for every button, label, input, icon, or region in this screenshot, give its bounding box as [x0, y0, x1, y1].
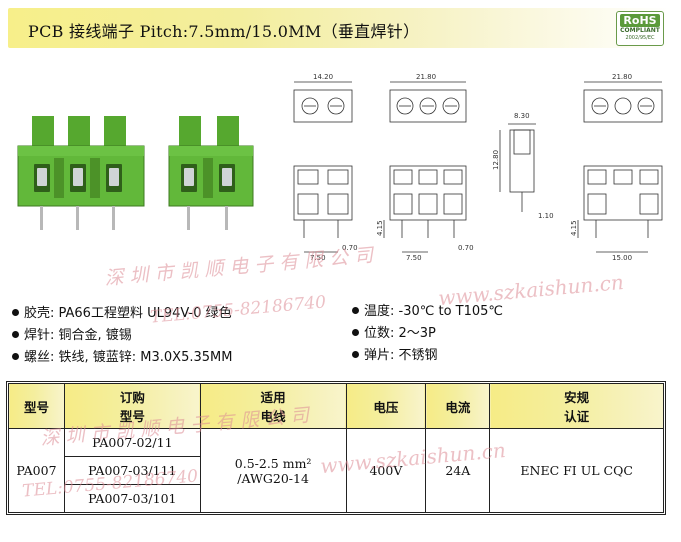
bullet-icon: [352, 307, 359, 314]
cell-voltage: 400V: [345, 428, 427, 513]
header-order-model: 订购型号: [63, 383, 201, 429]
dim-width-3p: 21.80: [416, 73, 436, 81]
cell-model: PA007: [8, 428, 65, 513]
bullet-icon: [12, 353, 19, 360]
cell-current: 24A: [425, 428, 491, 513]
product-photo-2p: [168, 116, 254, 230]
header-model: 型号: [8, 383, 65, 429]
dim-pin-dia: 0.70: [342, 244, 358, 252]
dim-pin-len: 4.15: [376, 220, 384, 236]
spec-table: 型号 订购型号 适用电线 电压 电流 安规认证 PA007 PA007-02/1…: [8, 383, 664, 513]
dim-pin-len-side: 1.10: [538, 212, 554, 220]
header-wire: 适用电线: [199, 383, 347, 429]
cell-order-model: PA007-03/111: [63, 456, 201, 485]
dim-width-2p: 14.20: [313, 73, 333, 81]
header-certification: 安规认证: [489, 383, 664, 429]
dim-pitch-3p: 7.50: [406, 254, 422, 262]
rohs-status: COMPLIANT: [620, 27, 660, 34]
table-header-row: 型号 订购型号 适用电线 电压 电流 安规认证: [8, 383, 664, 429]
spec-positions: 位数: 2～3P: [352, 322, 436, 341]
dim-width-3p-b: 21.80: [612, 73, 632, 81]
dim-pitch-15: 15.00: [612, 254, 632, 262]
cell-order-model: PA007-02/11: [63, 428, 201, 457]
cell-wire: 0.5-2.5 mm²/AWG20-14: [199, 428, 347, 513]
cell-order-model: PA007-03/101: [63, 484, 201, 513]
spec-screw: 螺丝: 铁线, 镀蓝锌: M3.0X5.35MM: [12, 346, 232, 365]
rohs-code: 2002/95/EC: [625, 35, 655, 41]
bullet-icon: [12, 309, 19, 316]
dim-pitch: 7.50: [310, 254, 326, 262]
dim-depth: 8.30: [514, 112, 530, 120]
rohs-badge: RoHS COMPLIANT 2002/95/EC: [616, 11, 664, 46]
rohs-mark: RoHS: [620, 14, 660, 27]
cell-certification: ENEC FI UL CQC: [489, 428, 664, 513]
bullet-icon: [12, 331, 19, 338]
bullet-icon: [352, 351, 359, 358]
spec-temperature: 温度: -30℃ to T105℃: [352, 300, 503, 319]
header-voltage: 电压: [345, 383, 427, 429]
dim-pin-len-b: 4.15: [570, 220, 578, 236]
product-photo-3p: [17, 116, 145, 230]
table-row: PA007-03/101: [9, 484, 664, 513]
dim-pin-dia-b: 0.70: [458, 244, 474, 252]
table-row: PA007 PA007-02/11 0.5-2.5 mm²/AWG20-14 4…: [8, 428, 664, 513]
dim-height: 12.80: [492, 150, 500, 170]
spec-housing: 胶壳: PA66工程塑料 UL94V-0 绿色: [12, 302, 232, 321]
page-title: PCB 接线端子 Pitch:7.5mm/15.0MM（垂直焊针）: [28, 22, 420, 41]
technical-drawings: 14.20 7.50 0.70 21.80 4.15 7.50 0.70 8.3…: [293, 73, 663, 262]
spec-spring: 弹片: 不锈钢: [352, 344, 438, 363]
header-current: 电流: [425, 383, 491, 429]
spec-pin: 焊针: 铜合金, 镀锡: [12, 324, 132, 343]
bullet-icon: [352, 329, 359, 336]
title-bar: PCB 接线端子 Pitch:7.5mm/15.0MM（垂直焊针） RoHS C…: [8, 8, 672, 48]
